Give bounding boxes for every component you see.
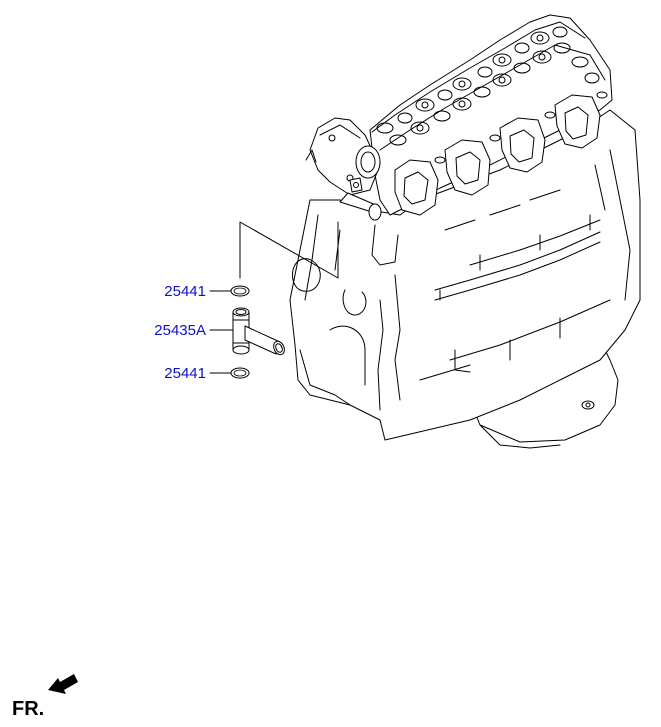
front-direction-indicator: FR. — [12, 674, 78, 720]
part-number-pipe[interactable]: 25435A — [154, 322, 206, 339]
oring-upper-icon — [230, 285, 250, 297]
water-pipe-icon — [232, 307, 285, 356]
cylinder-block — [289, 109, 641, 441]
oring-lower-icon — [230, 367, 250, 379]
exhaust-ports — [394, 91, 608, 216]
bypass-tube-installed — [339, 177, 382, 221]
part-number-oring-lower[interactable]: 25441 — [164, 365, 206, 382]
front-direction-label: FR. — [12, 698, 44, 720]
valve-gear-details — [376, 26, 600, 146]
engine-assembly — [289, 14, 641, 449]
part-number-oring-upper[interactable]: 25441 — [164, 283, 206, 300]
water-outlet-housing — [305, 117, 381, 196]
arrow-icon — [48, 674, 78, 694]
leader-bracket — [239, 221, 339, 279]
